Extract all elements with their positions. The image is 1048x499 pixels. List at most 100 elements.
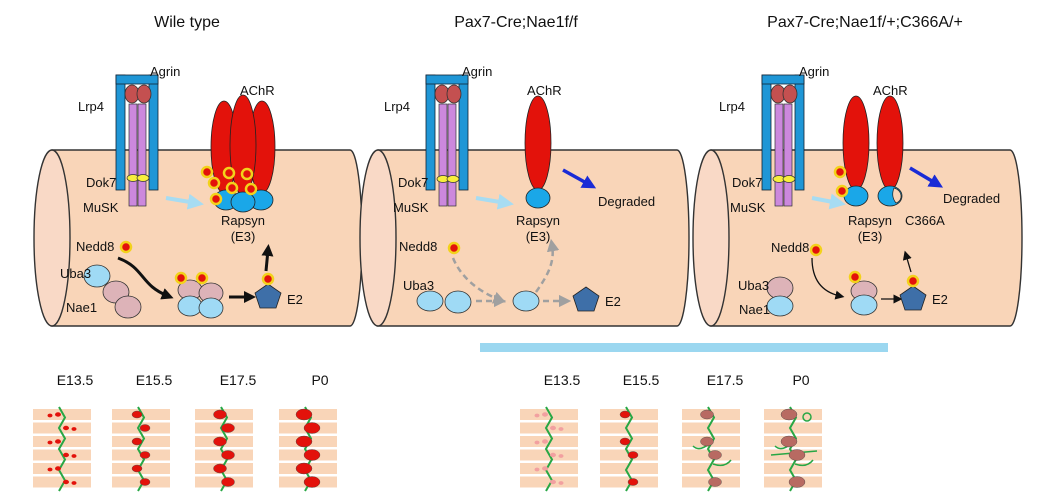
label-rapsyn: Rapsyn (516, 213, 560, 228)
muscle-strip (520, 476, 578, 488)
panel-c366a-mutant: Pax7-Cre;Nae1f/+;C366A/+ (692, 14, 1023, 327)
achr-cluster-dot (780, 435, 798, 448)
achr-cluster-dot (627, 451, 639, 459)
label-musk: MuSK (393, 200, 429, 215)
nerve-branch (57, 406, 67, 492)
neddylation-cascade (83, 240, 282, 319)
label-nedd8: Nedd8 (399, 239, 437, 254)
achr-cluster-dot (534, 440, 540, 445)
achr-cluster-dot (63, 452, 69, 458)
achr-cluster-dot (139, 451, 151, 459)
musk-receptor (438, 103, 457, 207)
nmj-strip-box (112, 406, 170, 492)
achr-cluster-dot (131, 464, 143, 473)
achr-cluster-dot (534, 413, 540, 418)
panel-title: Pax7-Cre;Nae1f/f (454, 14, 578, 31)
achr-cluster-dot (213, 463, 227, 474)
achr-cluster-dot (139, 424, 151, 432)
achr-cluster-dot (47, 467, 53, 472)
label-nedd8: Nedd8 (76, 239, 114, 254)
reduced-neddylation-cascade (766, 243, 927, 317)
impaired-neddylation-cascade (416, 238, 600, 314)
agrin (124, 84, 152, 104)
achr-cluster-dot (558, 481, 564, 485)
achr-cluster-dot (708, 477, 722, 487)
nerve-branch (219, 406, 229, 492)
label-e3: (E3) (231, 229, 256, 244)
achr-cluster-dot (55, 439, 61, 444)
achr-cluster-dot (221, 450, 235, 460)
label-musk: MuSK (83, 200, 119, 215)
achr-cluster-dot (213, 409, 227, 420)
achr-cluster-dot (139, 478, 151, 486)
achr-cluster-dot (295, 462, 313, 475)
rapsyn-c366a (877, 185, 903, 207)
label-e2: E2 (605, 294, 621, 309)
achr-cluster-dot (700, 436, 714, 447)
rapsyn-cluster (213, 189, 274, 213)
label-nedd8: Nedd8 (771, 240, 809, 255)
panel-nae1-knockout: Pax7-Cre;Nae1f/f (359, 14, 690, 327)
muscle-strip (682, 422, 740, 434)
timeline-label: E17.5 (220, 372, 257, 388)
nerve-branch (544, 406, 554, 492)
muscle-strip (33, 422, 91, 434)
nedd8-markers (833, 165, 849, 198)
achr-cluster (210, 94, 276, 196)
timeline-mutant: E13.5 E15.5 E17.5 P0 (520, 372, 822, 492)
label-agrin: Agrin (150, 64, 180, 79)
achr-cluster-dot (619, 437, 631, 446)
lrp4-receptor (761, 74, 805, 191)
achr-cluster-dot (47, 440, 53, 445)
nmj-strips-mutant (520, 406, 822, 492)
timeline-wild-type: E13.5 E15.5 E17.5 P0 (33, 372, 337, 492)
achr-cluster-dot (788, 449, 806, 461)
label-rapsyn: Rapsyn (848, 213, 892, 228)
achr-cluster-dot (542, 412, 548, 417)
degradation-arrow (909, 166, 944, 188)
achr-cluster-dot (303, 449, 321, 461)
achr-cluster-dot (303, 422, 321, 434)
timeline-label: P0 (311, 372, 328, 388)
muscle-strip (33, 463, 91, 474)
muscle-strip (600, 463, 658, 474)
nmj-strip-box (33, 406, 91, 492)
nerve-loop (802, 412, 812, 422)
achr-cluster-dot (221, 423, 235, 433)
nmj-strip-box (520, 406, 578, 492)
achr-cluster-dot (131, 410, 143, 419)
muscle-strip (600, 422, 658, 434)
label-achr: AChR (527, 83, 562, 98)
achr-cluster-dot (63, 425, 69, 431)
achr-pair (842, 95, 904, 191)
label-uba3: Uba3 (60, 266, 91, 281)
dok7 (772, 175, 796, 183)
nerve-branch (624, 406, 634, 492)
achr-cluster-dot (550, 452, 556, 458)
achr-cluster-dot (788, 476, 806, 488)
panel-title: Pax7-Cre;Nae1f/+;C366A/+ (767, 14, 963, 31)
achr-cluster-dot (47, 413, 53, 418)
nerve-sprout (712, 459, 732, 467)
label-rapsyn: Rapsyn (221, 213, 265, 228)
label-c366a: C366A (905, 213, 945, 228)
achr-cluster-dot (627, 478, 639, 486)
signal-arrow (165, 193, 204, 210)
label-uba3: Uba3 (738, 278, 769, 293)
muscle-strip (33, 409, 91, 420)
label-achr: AChR (240, 83, 275, 98)
achr-cluster-dot (550, 425, 556, 431)
achr-cluster-dot (708, 450, 722, 460)
timeline-label: E15.5 (623, 372, 660, 388)
timeline-label: P0 (792, 372, 809, 388)
achr-cluster-dot (542, 439, 548, 444)
lrp4-receptor (115, 74, 159, 191)
label-degraded: Degraded (598, 194, 655, 209)
achr-cluster-dot (213, 436, 227, 447)
achr-cluster-dot (71, 454, 77, 458)
label-lrp4: Lrp4 (78, 99, 104, 114)
muscle-strip (520, 463, 578, 474)
muscle-strip (764, 422, 822, 434)
achr-cluster-dot (221, 477, 235, 487)
achr-cluster-dot (131, 437, 143, 446)
